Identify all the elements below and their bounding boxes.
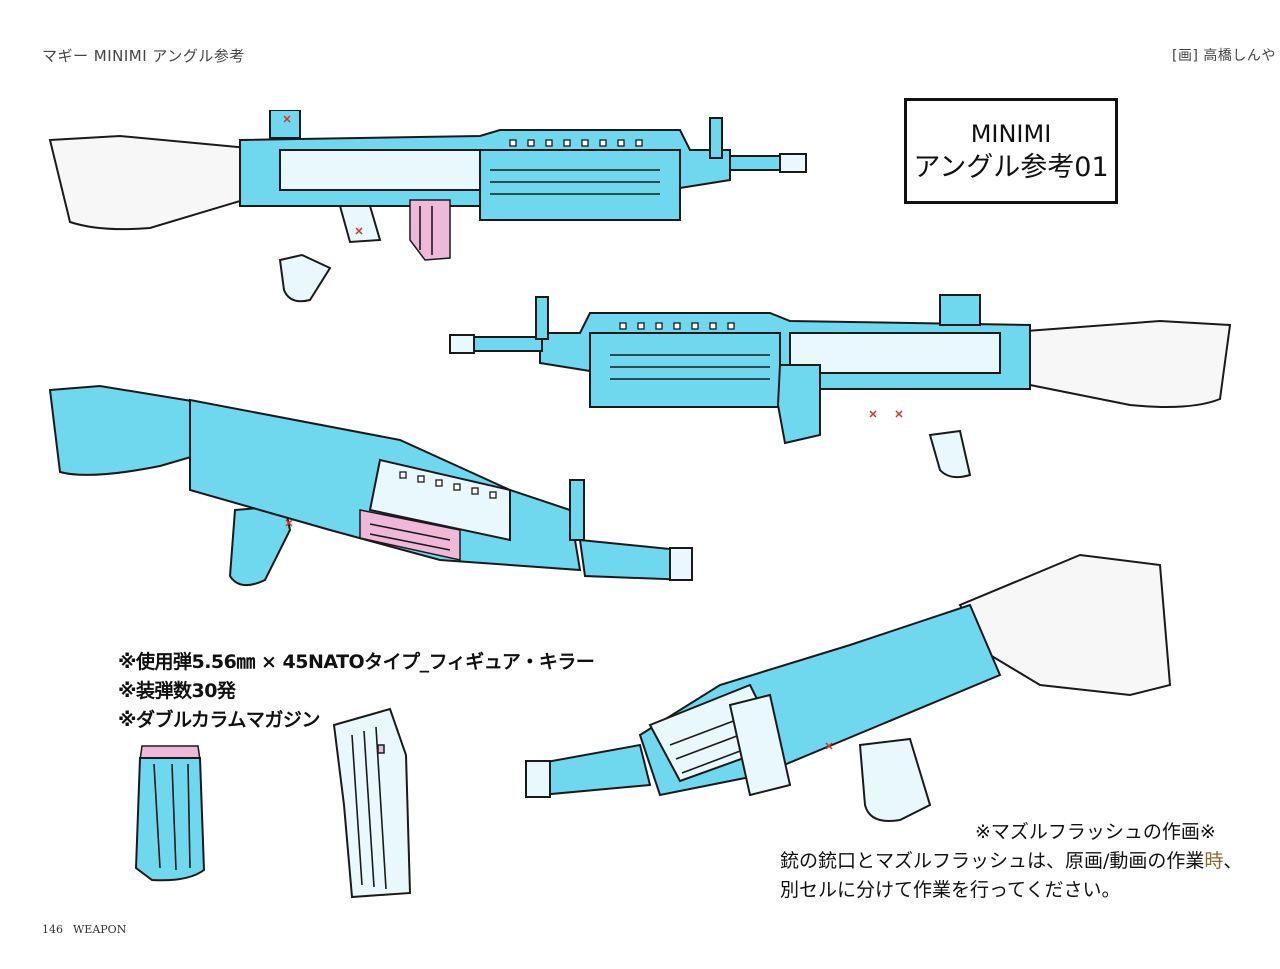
title-box: MINIMI アングル参考01 (904, 98, 1118, 204)
muzzle-note-heading: ※マズルフラッシュの作画※ (975, 818, 1216, 847)
section-label: WEAPON (73, 923, 127, 936)
gun-illustration-angled-right (525, 553, 1172, 822)
gun-illustration-angled-left (48, 384, 693, 587)
muzzle-note-line-1-main: 銃の銃口とマズルフラッシュは、原画/動画の作業 (780, 850, 1205, 872)
gun-illustration-side-left (449, 294, 1232, 479)
magazine-illustration-curved (332, 707, 412, 899)
title-line-2: アングル参考01 (913, 152, 1109, 183)
spec-capacity: ※装弾数30発 (118, 680, 236, 702)
magazine-illustration-short (134, 745, 206, 882)
muzzle-note-line-1-accent: 時 (1204, 850, 1224, 872)
spec-list: ※使用弾5.56㎜ × 45NATOタイプ_フィギュア・キラー ※装弾数30発 … (118, 648, 595, 735)
spec-ammunition: ※使用弾5.56㎜ × 45NATOタイプ_フィギュア・キラー (118, 651, 595, 673)
muzzle-note-line-2: 別セルに分けて作業を行ってください。 (780, 879, 1121, 901)
page-number: 146 (42, 923, 63, 936)
muzzle-note-line-1: 銃の銃口とマズルフラッシュは、原画/動画の作業時、 (780, 847, 1242, 876)
spec-magazine-type: ※ダブルカラムマガジン (118, 709, 320, 731)
muzzle-note-heading-text: ※マズルフラッシュの作画※ (975, 821, 1216, 843)
artist-credit: [画] 高橋しんや (1172, 48, 1276, 64)
muzzle-note-line-1-end: 、 (1223, 850, 1243, 872)
page-header-title: マギー MINIMI アングル参考 (42, 47, 245, 65)
gun-illustration-side-right (48, 110, 807, 303)
title-line-1: MINIMI (970, 120, 1052, 148)
